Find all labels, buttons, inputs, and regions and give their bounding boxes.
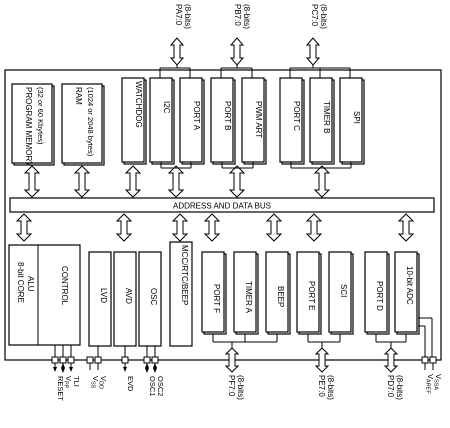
- port-pb-label: PB7:0: [233, 4, 242, 26]
- sci-label: SCI: [339, 284, 348, 297]
- address-data-bus: ADDRESS AND DATA BUS: [9, 197, 435, 213]
- sci-block: SCI: [328, 251, 354, 335]
- port-a-block: PORT A: [179, 77, 205, 165]
- pin-vref-label: VAREF: [425, 374, 436, 394]
- pin-arrows: [53, 363, 434, 373]
- port-pa-label: PA7:0: [174, 4, 183, 26]
- port-pd-label: PD7:0: [386, 375, 395, 398]
- pin-vpp-label: VPP: [63, 376, 74, 389]
- spi-block: SPI: [339, 77, 365, 165]
- top-port-arrows: [169, 37, 321, 66]
- lvd-label: LVD: [99, 288, 108, 303]
- port-f-label: PORT F: [212, 284, 221, 313]
- beep-label: BEEP: [276, 286, 285, 307]
- program-memory-title: PROGRAM MEMORY: [24, 87, 33, 167]
- port-b-block: PORT B: [210, 77, 236, 165]
- port-pc-bits: (8-bits): [319, 4, 328, 29]
- port-pd-arrow: [383, 347, 399, 373]
- port-pf-bits: (8-bits): [236, 375, 245, 400]
- port-pb-arrow: [229, 37, 245, 66]
- core-control-block: 8-bit CORE ALU CONTROL: [8, 244, 81, 346]
- top-connectors: [159, 65, 351, 78]
- port-f-block: PORT F: [201, 251, 227, 335]
- port-c-label: PORT C: [292, 101, 301, 131]
- pin-vdd-label: VDD: [98, 376, 109, 389]
- spi-label: SPI: [352, 111, 361, 124]
- port-pa-bits: (8-bits): [183, 4, 192, 29]
- upper-bus-arrows: [23, 165, 331, 198]
- bus-label: ADDRESS AND DATA BUS: [173, 202, 271, 211]
- port-e-block: PORT E: [296, 251, 322, 335]
- bottom-pin-labels: RESET VPP TLI VSS VDD EVD OSC1 OSC2 VARE…: [56, 374, 443, 401]
- pin-vssa-label: VSSA: [433, 374, 444, 390]
- pin-tli-label: TLI: [72, 376, 81, 387]
- avd-label: AVD: [124, 288, 133, 304]
- timer-a-block: TIMER A: [233, 251, 259, 335]
- beep-block: BEEP: [265, 251, 291, 335]
- top-port-pc: PC7:0 (8-bits): [310, 4, 328, 29]
- osc-label: OSC: [149, 288, 158, 306]
- port-pe-bits: (8-bits): [326, 375, 335, 400]
- core-label-1: 8-bit CORE: [16, 262, 25, 303]
- port-a-label: PORT A: [192, 101, 201, 131]
- program-memory-block: PROGRAM MEMORY (32 or 60 Kbytes): [11, 83, 55, 167]
- pin-evd-label: EVD: [126, 376, 135, 392]
- control-label: CONTROL: [60, 266, 69, 306]
- pwm-art-label: PWM ART: [254, 101, 263, 138]
- mcc-label: MCC/RTC/BEEP: [180, 245, 189, 305]
- port-pe-label: PE7:0: [317, 375, 326, 397]
- upper-join-lines: [160, 162, 352, 169]
- core-label-2: ALU: [26, 276, 35, 292]
- pin-osc2-label: OSC2: [156, 376, 165, 396]
- top-port-pb: PB7:0 (8-bits): [233, 4, 251, 29]
- ram-block: RAM (1024 or 2048 bytes): [61, 83, 105, 166]
- bottom-port-labels: PF7:0 (8-bits) PE7:0 (8-bits) PD7:0 (8-b…: [227, 375, 404, 400]
- adc-label: 10-bit ADC: [405, 266, 414, 305]
- port-pe-arrow: [314, 347, 330, 373]
- port-pc-arrow: [305, 37, 321, 66]
- pin-reset-label: RESET: [56, 376, 65, 401]
- mcc-block: MCC/RTC/BEEP: [169, 241, 193, 347]
- timer-b-label: TIMER B: [322, 101, 331, 133]
- top-port-pa: PA7:0 (8-bits): [174, 4, 192, 29]
- osc-block: OSC: [138, 251, 162, 347]
- timer-b-block: TIMER B: [309, 77, 335, 165]
- port-pd-bits: (8-bits): [395, 375, 404, 400]
- port-pf-arrow: [224, 347, 240, 373]
- ram-sub: (1024 or 2048 bytes): [86, 87, 95, 157]
- port-pc-label: PC7:0: [310, 4, 319, 27]
- port-pa-arrow: [169, 37, 185, 66]
- adc-block: 10-bit ADC: [394, 251, 420, 335]
- watchdog-label: WATCHDOG: [134, 81, 143, 128]
- avd-block: AVD: [113, 251, 137, 347]
- port-pf-label: PF7:0: [227, 375, 236, 397]
- port-pb-bits: (8-bits): [242, 4, 251, 29]
- pwm-art-block: PWM ART: [241, 77, 267, 165]
- lower-bus-arrows: [15, 213, 415, 242]
- timer-a-label: TIMER A: [244, 281, 253, 314]
- ram-title: RAM: [74, 87, 83, 105]
- pin-osc1-label: OSC1: [148, 376, 157, 396]
- pin-vss-label: VSS: [90, 376, 101, 389]
- port-d-label: PORT D: [375, 281, 384, 311]
- program-memory-sub: (32 or 60 Kbytes): [36, 87, 45, 145]
- lvd-block: LVD: [88, 251, 112, 347]
- watchdog-block: WATCHDOG: [121, 77, 147, 165]
- i2c-block: I2C: [149, 77, 175, 165]
- i2c-label: I2C: [162, 101, 171, 114]
- port-c-block: PORT C: [279, 77, 305, 165]
- port-e-label: PORT E: [307, 281, 316, 311]
- bottom-port-arrows: [224, 347, 399, 373]
- port-b-label: PORT B: [223, 101, 232, 131]
- port-d-block: PORT D: [364, 251, 390, 335]
